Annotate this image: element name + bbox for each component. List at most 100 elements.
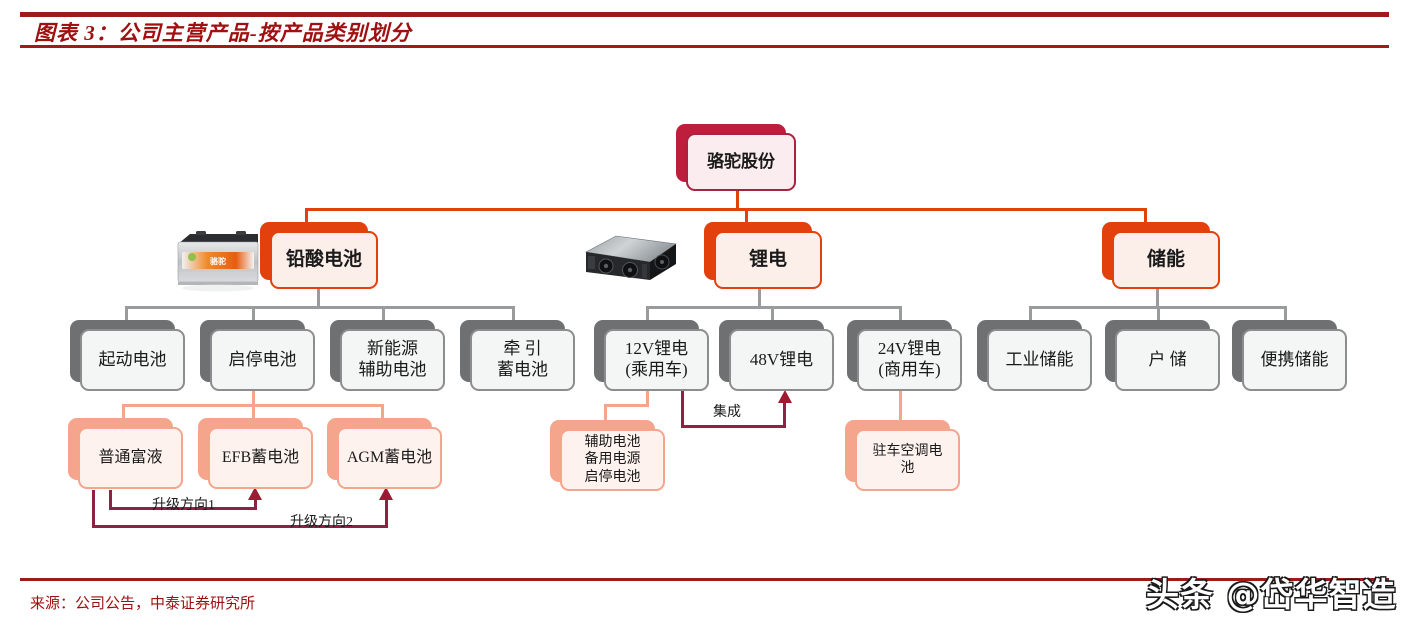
connector-drop-home: [1157, 306, 1160, 322]
node-face: 工业储能: [987, 329, 1092, 391]
node-face: 铅酸电池: [270, 231, 378, 289]
connector-lithium-bus: [646, 306, 902, 309]
connector-drop-nev-aux: [382, 306, 385, 322]
node-label-line1: 24V锂电: [877, 339, 942, 359]
node-label-line1: 新能源: [367, 339, 418, 359]
node-label-line2: 备用电源: [584, 452, 641, 468]
connector-12v-stem: [646, 390, 649, 406]
connector-drop-storage: [1144, 208, 1147, 222]
node-face: 便携储能: [1242, 329, 1347, 391]
annotation-upgrade-path-2: 升级方向2: [290, 515, 353, 530]
node-label-line1: 辅助电池: [584, 435, 641, 451]
node-label-line2: (商用车): [878, 360, 941, 379]
connector-drop-12v: [646, 306, 649, 322]
connector-12v-elbow: [604, 404, 649, 407]
connector-drop-industrial: [1029, 306, 1032, 322]
node-lead-acid[interactable]: 铅酸电池: [260, 222, 378, 289]
node-industrial-storage[interactable]: 工业储能: [977, 320, 1092, 391]
connector-drop-agm: [381, 404, 384, 418]
connector-upgrade1-left: [109, 490, 112, 510]
node-face: 普通富液: [78, 427, 183, 489]
node-home-storage[interactable]: 户 储: [1105, 320, 1220, 391]
node-lithium[interactable]: 锂电: [704, 222, 822, 289]
lead-acid-battery-photo: 骆驼: [168, 222, 268, 294]
footer-rule: [20, 578, 1389, 581]
node-nev-aux-battery[interactable]: 新能源 辅助电池: [330, 320, 445, 391]
lithium-pack-photo: [572, 230, 682, 292]
node-face: 新能源 辅助电池: [340, 329, 445, 391]
connector-drop-start-stop: [252, 306, 255, 322]
header-rule-bottom: [20, 45, 1389, 48]
node-label: 起动电池: [98, 349, 167, 369]
connector-drop-48v: [771, 306, 774, 322]
node-label: 工业储能: [1005, 349, 1074, 369]
node-label-line1: 12V锂电: [624, 339, 689, 359]
node-face: 12V锂电 (乘用车): [604, 329, 709, 391]
connector-upgrade2-bottom: [92, 525, 388, 528]
node-lithium-24v[interactable]: 24V锂电 (商用车): [847, 320, 962, 391]
node-lithium-12v-uses[interactable]: 辅助电池 备用电源 启停电池: [550, 420, 665, 491]
node-face: 24V锂电 (商用车): [857, 329, 962, 391]
connector-drop-starter: [125, 306, 128, 322]
node-face: EFB蓄电池: [208, 427, 313, 489]
node-face: 骆驼股份: [686, 133, 796, 191]
node-face: 起动电池: [80, 329, 185, 391]
connector-drop-flooded: [122, 404, 125, 418]
connector-root-bus: [305, 208, 1147, 211]
node-root-company[interactable]: 骆驼股份: [676, 124, 796, 191]
node-label: 铅酸电池: [285, 249, 362, 271]
integration-arrowhead-icon: [778, 390, 792, 403]
page-title: 图表 3：公司主营产品-按产品类别划分: [34, 21, 412, 45]
node-label-line3: 启停电池: [584, 469, 641, 485]
node-face: 牵 引 蓄电池: [470, 329, 575, 391]
node-storage[interactable]: 储能: [1102, 222, 1220, 289]
connector-lithium-stem: [758, 288, 761, 308]
connector-drop-lithium: [745, 208, 748, 222]
node-face: 锂电: [714, 231, 822, 289]
header-rule-top: [20, 12, 1389, 17]
node-face: 48V锂电: [729, 329, 834, 391]
node-agm-battery[interactable]: AGM蓄电池: [327, 418, 442, 489]
node-lithium-12v[interactable]: 12V锂电 (乘用车): [594, 320, 709, 391]
node-label-line1: 驻车空调电: [872, 443, 943, 459]
connector-lead-acid-stem: [317, 288, 320, 308]
node-label: 锂电: [748, 249, 787, 271]
node-efb-battery[interactable]: EFB蓄电池: [198, 418, 313, 489]
node-face: 储能: [1112, 231, 1220, 289]
node-label-line2: 池: [900, 461, 915, 476]
connector-upgrade2-right: [385, 497, 388, 528]
connector-storage-stem: [1156, 288, 1159, 308]
node-lithium-48v[interactable]: 48V锂电: [719, 320, 834, 391]
node-label: 骆驼股份: [707, 151, 775, 171]
connector-drop-lead-acid: [305, 208, 308, 222]
connector-integration-bottom: [681, 425, 786, 428]
node-starter-battery[interactable]: 起动电池: [70, 320, 185, 391]
node-label-line1: 牵 引: [503, 339, 542, 359]
connector-drop-traction: [512, 306, 515, 322]
connector-upgrade2-left: [92, 490, 95, 528]
connector-upgrade1-right: [254, 497, 257, 510]
connector-24v-stem: [899, 390, 902, 420]
node-label: 启停电池: [228, 349, 297, 369]
watermark-label: 头条 @岱华智造: [1146, 575, 1397, 614]
node-face: 驻车空调电 池: [855, 429, 960, 491]
node-portable-storage[interactable]: 便携储能: [1232, 320, 1347, 391]
connector-integration-right: [783, 400, 786, 428]
connector-drop-24v: [899, 306, 902, 322]
node-parking-ac-battery[interactable]: 驻车空调电 池: [845, 420, 960, 491]
svg-text:骆驼: 骆驼: [210, 256, 226, 266]
connector-lead-acid-bus: [125, 306, 515, 309]
node-traction-battery[interactable]: 牵 引 蓄电池: [460, 320, 575, 391]
node-label-line2: (乘用车): [625, 360, 688, 379]
node-label: 普通富液: [98, 449, 163, 467]
connector-integration-left: [681, 390, 684, 428]
annotation-upgrade-path-1: 升级方向1: [152, 498, 215, 513]
node-flooded-battery[interactable]: 普通富液: [68, 418, 183, 489]
connector-drop-efb: [252, 404, 255, 418]
upgrade1-arrowhead-icon: [248, 487, 262, 500]
connector-drop-12v-uses: [604, 404, 607, 420]
node-start-stop-battery[interactable]: 启停电池: [200, 320, 315, 391]
annotation-integration: 集成: [713, 405, 741, 420]
node-face: 启停电池: [210, 329, 315, 391]
